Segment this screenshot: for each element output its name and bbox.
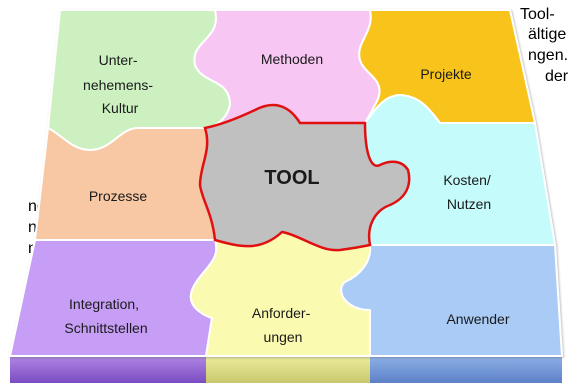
label-projekte: Projekte <box>420 66 472 82</box>
background-text-line: Tool- <box>520 6 555 23</box>
board-edge-left <box>10 356 206 383</box>
puzzle-piece-prozesse <box>34 127 216 241</box>
board-edge-middle <box>206 356 370 383</box>
label-prozesse: Prozesse <box>89 188 148 204</box>
label-unternehmenskultur: Unter- nehemens- Kultur <box>83 52 157 116</box>
background-text-line: ngen. <box>528 47 569 64</box>
background-text-line: ältige <box>528 26 567 43</box>
label-methoden: Methoden <box>261 51 323 67</box>
background-text-line: der <box>545 68 569 85</box>
board-edge-right <box>370 356 562 383</box>
label-anforderungen: Anforder- ungen <box>252 305 314 345</box>
label-integration: Integration, Schnittstellen <box>64 296 147 336</box>
puzzle-piece-anwender <box>340 244 563 357</box>
label-tool: TOOL <box>264 167 319 189</box>
label-anwender: Anwender <box>446 311 509 327</box>
label-kosten-nutzen: Kosten/ Nutzen <box>443 172 494 212</box>
tool-highlight-outline <box>198 103 411 252</box>
